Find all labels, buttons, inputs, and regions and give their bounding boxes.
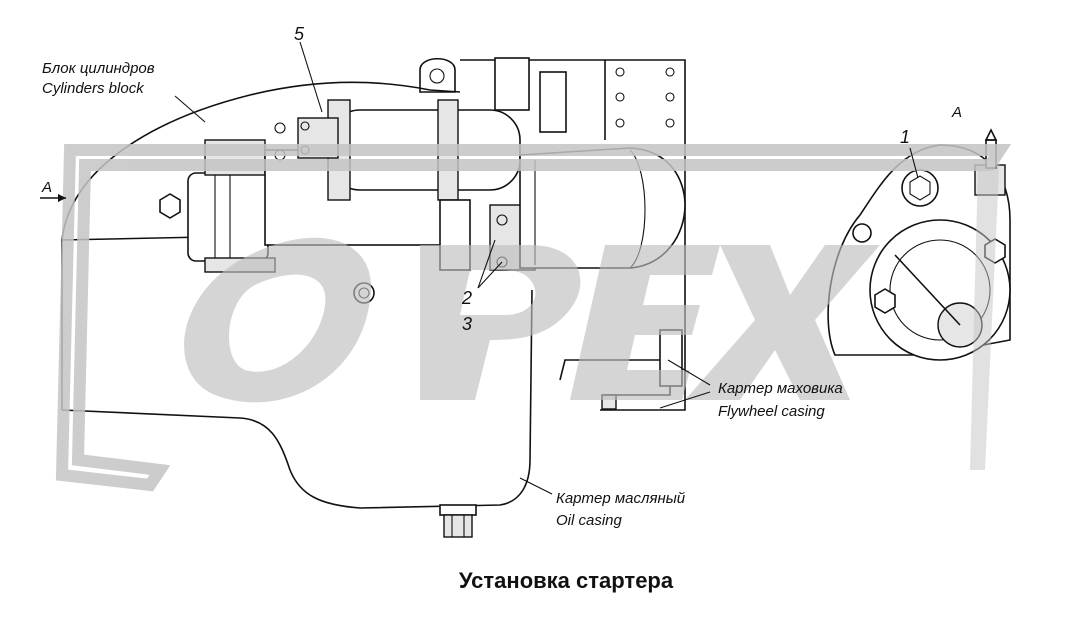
- oil-casing-label-ru: Картер масляный: [556, 490, 686, 507]
- callout-number-5: 5: [294, 24, 305, 44]
- labels: Блок цилиндров Cylinders block A A Карте…: [41, 24, 962, 593]
- oil-casing-label-en: Oil casing: [556, 512, 623, 529]
- cylinders-block-label-ru: Блок цилиндров: [42, 60, 155, 77]
- view-arrow-a-label: A: [41, 179, 52, 196]
- cylinders-block-label-en: Cylinders block: [42, 80, 145, 97]
- flywheel-casing-label-ru: Картер маховика: [718, 380, 843, 397]
- flywheel-casing-label-en: Flywheel casing: [718, 403, 825, 420]
- oil-drain-plug: [439, 504, 477, 538]
- opex-watermark: [55, 144, 1012, 492]
- callout-number-2: 2: [461, 288, 472, 308]
- view-a-label: A: [951, 104, 962, 121]
- callout-number-3: 3: [462, 314, 472, 334]
- diagram-caption: Установка стартера: [459, 568, 674, 593]
- callout-number-1: 1: [900, 127, 910, 147]
- leader-lines: [40, 41, 919, 495]
